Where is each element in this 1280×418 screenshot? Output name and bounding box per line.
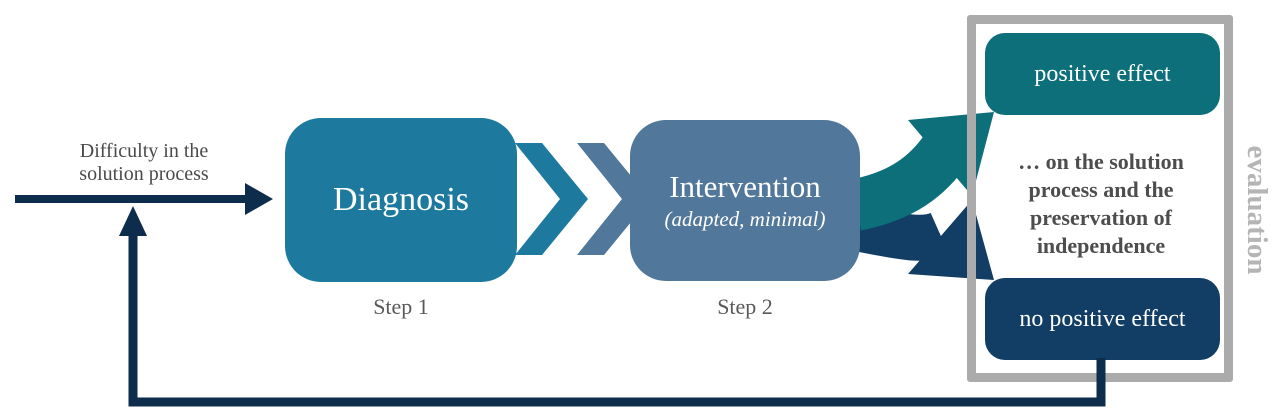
no-positive-effect-box: no positive effect (985, 278, 1220, 360)
main-flow-arrow (15, 183, 273, 215)
positive-effect-box: positive effect (985, 33, 1220, 115)
difficulty-label: Difficulty in the solution process (79, 140, 209, 185)
diagnosis-box: Diagnosis (285, 118, 517, 282)
positive-effect-label: positive effect (1034, 60, 1171, 87)
intervention-label: Intervention (669, 169, 821, 204)
step2-label: Step 2 (717, 294, 773, 319)
chevron-arrow-1-icon (515, 143, 588, 255)
intervention-sublabel: (adapted, minimal) (664, 207, 826, 231)
diagnosis-label: Diagnosis (333, 181, 469, 218)
no-positive-effect-label: no positive effect (1019, 305, 1186, 332)
intervention-box: Intervention (adapted, minimal) (630, 120, 860, 281)
evaluation-description: … on the solution process and the preser… (1018, 149, 1184, 258)
step1-label: Step 1 (373, 294, 429, 319)
